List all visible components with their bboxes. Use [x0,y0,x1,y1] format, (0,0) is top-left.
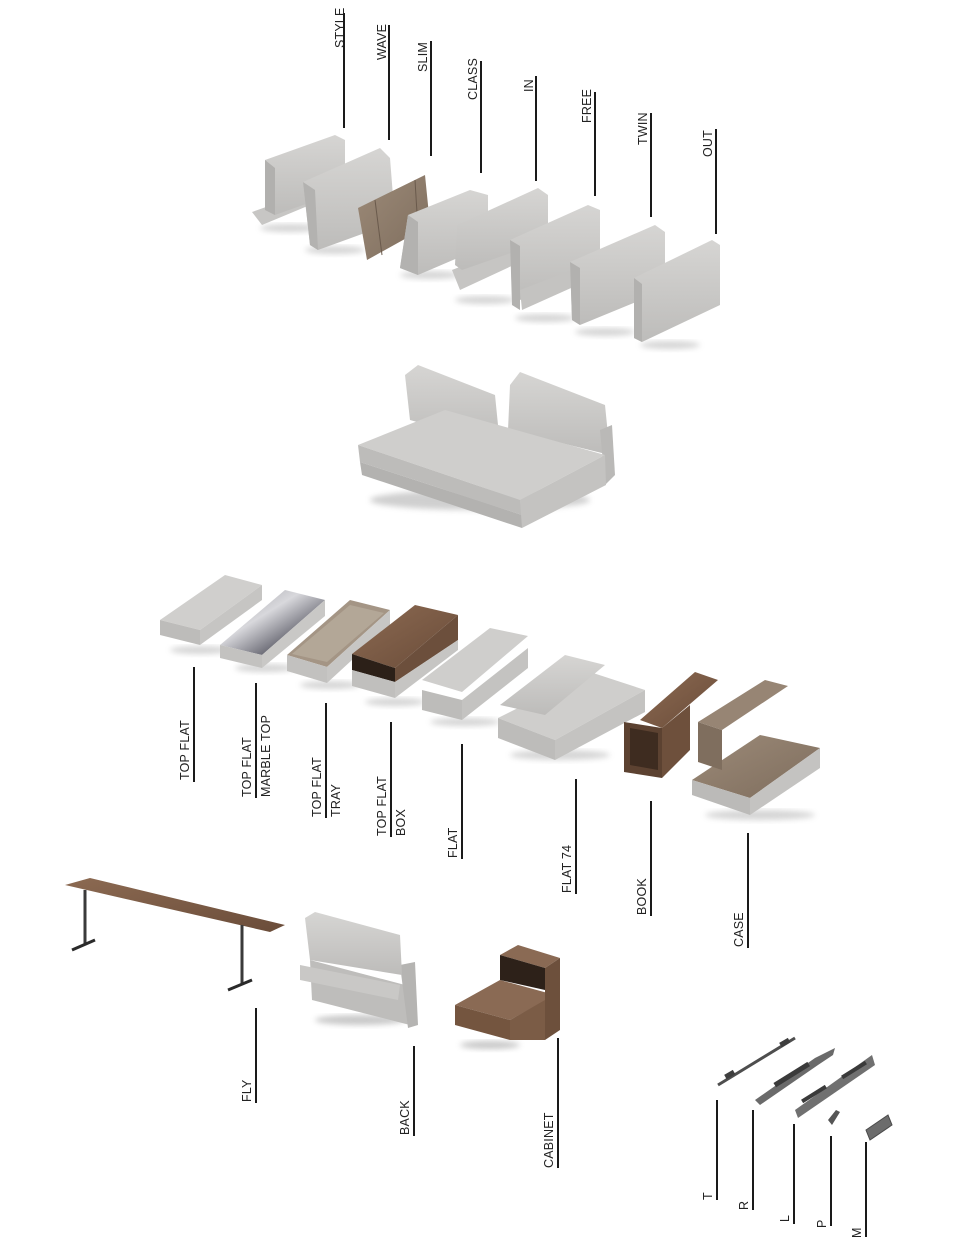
label-text: M [850,1227,864,1238]
label-text: TOP FLAT [240,737,254,797]
label-text: TWIN [636,112,650,145]
backrest-out [634,240,720,349]
leader-line [747,833,749,948]
leader-line [557,1038,559,1168]
bracket-l [795,1055,875,1118]
label-text: CABINET [542,1112,556,1168]
label-text: TOP FLAT [178,720,192,780]
label-text-2: TRAY [329,783,343,817]
label-text: OUT [701,130,715,157]
label-text: IN [522,79,536,92]
assembled-sofa [358,365,615,528]
leader-line [343,13,345,128]
label-text: T [701,1192,715,1200]
leader-line [830,1136,832,1226]
cabinet [455,945,560,1049]
label-text: BOOK [635,878,649,915]
label-text: R [737,1200,751,1210]
label-text: TOP FLAT [310,757,324,817]
bracket-r [755,1048,835,1105]
leader-line [388,25,390,140]
label-text: L [778,1214,792,1222]
back-module [300,912,418,1028]
label-text: WAVE [375,23,389,60]
leader-line [430,41,432,156]
leader-line [793,1124,795,1224]
leader-line [535,76,537,181]
leader-line [865,1142,867,1237]
leader-line [650,113,652,217]
label-text: SLIM [416,42,430,72]
base-top-flat-tray [287,600,390,689]
base-book [624,672,718,778]
bracket-p [828,1110,840,1125]
label-text-2: MARBLE TOP [259,714,273,797]
leader-line [752,1110,754,1210]
label-text: FLY [240,1079,254,1102]
leader-line [650,801,652,916]
leader-line [413,1046,415,1136]
backrest-twin [570,225,665,336]
label-text: CLASS [466,58,480,100]
leader-line [594,92,596,196]
fly-bench [65,878,285,992]
leader-line [325,703,327,818]
leader-line [575,779,577,894]
leader-line [255,683,257,798]
leader-line [461,744,463,859]
base-top-flat-marble [220,590,325,672]
label-text: BACK [398,1100,412,1135]
base-top-flat [160,575,262,654]
bracket-t [717,1036,796,1087]
leader-line [255,1008,257,1103]
leader-line [193,667,195,782]
label-text: P [815,1219,829,1228]
base-flat [422,628,528,726]
label-text: FREE [580,88,594,123]
leader-line [715,129,717,234]
base-flat-74 [498,655,645,760]
label-text-2: BOX [394,809,408,836]
label-text: FLAT 74 [560,844,574,893]
leader-line [716,1100,718,1200]
base-case [692,680,820,820]
base-top-flat-box [352,605,458,706]
leader-line [480,61,482,173]
bracket-m [865,1114,893,1141]
leader-line [390,722,392,837]
label-text: TOP FLAT [375,776,389,836]
label-text: CASE [732,912,746,947]
label-text: STYLE [333,7,347,48]
label-text: FLAT [446,827,460,858]
